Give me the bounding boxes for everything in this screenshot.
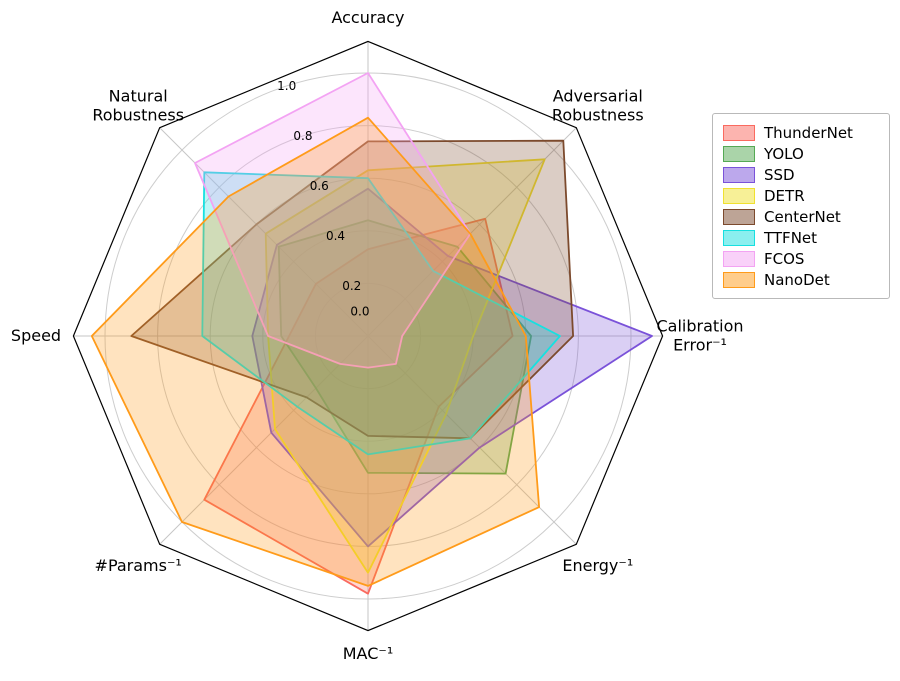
legend-item-thundernet: ThunderNet bbox=[723, 122, 879, 143]
legend-item-detr: DETR bbox=[723, 185, 879, 206]
axis-label-speed: Speed bbox=[11, 326, 61, 345]
series-ssd bbox=[251, 187, 653, 548]
legend-label-thundernet: ThunderNet bbox=[764, 123, 853, 142]
legend-label-detr: DETR bbox=[764, 186, 805, 205]
legend-swatch-centernet bbox=[723, 208, 755, 225]
series-centernet bbox=[130, 139, 574, 440]
radial-tick-0.8: 0.8 bbox=[293, 129, 312, 143]
radial-tick-0.2: 0.2 bbox=[342, 279, 361, 293]
legend-item-centernet: CenterNet bbox=[723, 206, 879, 227]
legend-item-fcos: FCOS bbox=[723, 248, 879, 269]
legend-item-yolo: YOLO bbox=[723, 143, 879, 164]
legend-label-ttfnet: TTFNet bbox=[764, 228, 818, 247]
legend-swatch-fcos bbox=[723, 250, 755, 267]
legend-item-ssd: SSD bbox=[723, 164, 879, 185]
legend-label-centernet: CenterNet bbox=[764, 207, 841, 226]
series-yolo bbox=[277, 219, 532, 475]
radial-tick-0.0: 0.0 bbox=[350, 304, 369, 318]
series-ttfnet bbox=[201, 171, 561, 456]
series-fcos bbox=[194, 72, 472, 369]
chart-frame bbox=[72, 40, 664, 632]
series-detr bbox=[264, 158, 546, 574]
axis-spoke-3 bbox=[367, 335, 577, 545]
legend-swatch-thundernet bbox=[723, 124, 755, 141]
series-nanodet bbox=[90, 116, 540, 587]
legend-label-nanodet: NanoDet bbox=[764, 270, 830, 289]
axis-spoke-1 bbox=[367, 127, 577, 337]
legend-label-ssd: SSD bbox=[764, 165, 795, 184]
axis-label-accuracy: Accuracy bbox=[331, 8, 404, 27]
axis-label-params: #Params⁻¹ bbox=[95, 556, 182, 575]
legend-label-yolo: YOLO bbox=[764, 144, 804, 163]
legend-item-ttfnet: TTFNet bbox=[723, 227, 879, 248]
legend-swatch-nanodet bbox=[723, 271, 755, 288]
radial-tick-0.6: 0.6 bbox=[310, 179, 329, 193]
axis-label-energy: Energy⁻¹ bbox=[562, 556, 633, 575]
legend-swatch-detr bbox=[723, 187, 755, 204]
legend-item-nanodet: NanoDet bbox=[723, 269, 879, 290]
legend-swatch-ttfnet bbox=[723, 229, 755, 246]
radial-tick-1.0: 1.0 bbox=[277, 79, 296, 93]
axis-spoke-5 bbox=[159, 335, 369, 545]
series-thundernet bbox=[203, 217, 514, 595]
radial-tick-0.4: 0.4 bbox=[326, 229, 345, 243]
legend-swatch-yolo bbox=[723, 145, 755, 162]
axis-label-mac: MAC⁻¹ bbox=[343, 644, 394, 663]
legend-label-fcos: FCOS bbox=[764, 249, 805, 268]
legend-swatch-ssd bbox=[723, 166, 755, 183]
